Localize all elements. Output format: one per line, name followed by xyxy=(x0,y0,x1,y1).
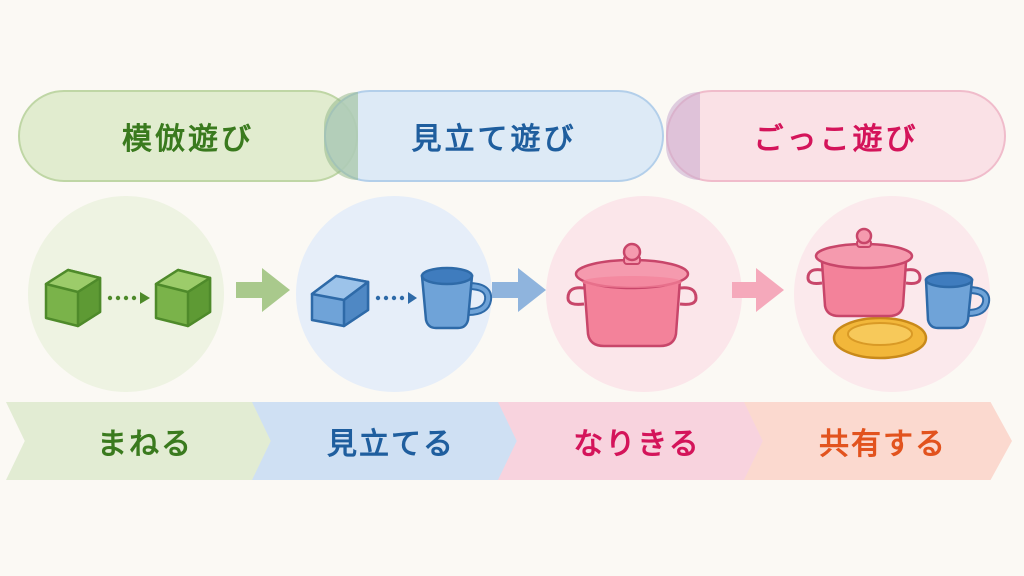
cube-icon xyxy=(44,268,102,328)
dotted-arrow-icon xyxy=(375,292,417,304)
stage-role-play: ごっこ遊び xyxy=(666,90,1006,182)
arrow-right-icon xyxy=(236,268,290,312)
step-become: なりきる xyxy=(498,402,766,480)
step-pretend: 見立てる xyxy=(252,402,520,480)
step-imitate: まねる xyxy=(6,402,274,480)
step-share: 共有する xyxy=(744,402,1012,480)
arrow-right-icon xyxy=(492,268,546,312)
stage-pretend-play: 見立て遊び xyxy=(324,90,664,182)
mug-icon xyxy=(420,266,493,330)
mug-icon xyxy=(924,271,991,330)
cube-icon xyxy=(154,268,212,328)
pill-overlap xyxy=(324,92,358,180)
stage-imitation-play: 模倣遊び xyxy=(18,90,358,182)
pot-icon xyxy=(566,242,698,348)
dotted-arrow-icon xyxy=(107,292,150,304)
block-icon xyxy=(310,274,370,328)
pill-overlap xyxy=(666,92,700,180)
arrow-right-icon xyxy=(732,268,784,312)
plate-icon xyxy=(832,316,928,360)
pot-icon xyxy=(806,227,922,318)
